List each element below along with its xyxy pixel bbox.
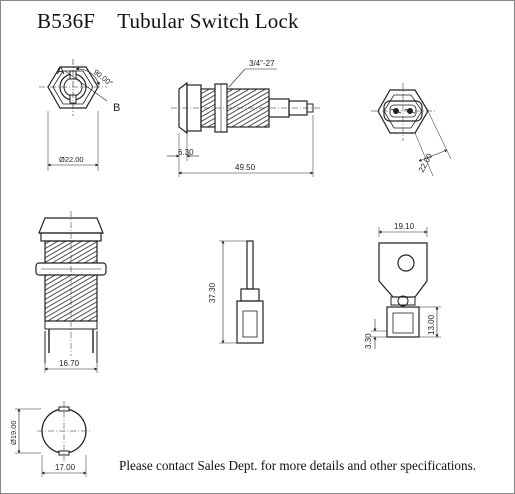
key-face-width-dimension: 17.00	[55, 463, 76, 472]
terminal-height-dimension: 37.30	[208, 282, 217, 303]
front-diameter-dimension: Ø22.00	[59, 155, 84, 164]
terminal-view	[219, 240, 264, 344]
part-number: B536F	[37, 9, 96, 33]
flange-dimension: 6.30	[178, 148, 194, 157]
product-name: Tubular Switch Lock	[117, 9, 299, 33]
label-b: B	[113, 102, 120, 114]
profile-width-dimension: 16.70	[59, 359, 80, 368]
length-dimension: 49.50	[235, 163, 256, 172]
key-tip-dimension: 3.30	[364, 333, 373, 349]
footnote: Please contact Sales Dept. for more deta…	[119, 458, 477, 473]
side-profile-view	[35, 211, 107, 373]
drawing-title: B536F Tubular Switch Lock	[37, 9, 299, 34]
front-view	[39, 59, 108, 171]
side-view	[167, 68, 321, 177]
thread-dimension: 3/4"-27	[249, 59, 275, 68]
rear-view	[371, 83, 452, 177]
key-face-view	[15, 401, 91, 477]
key-face-diameter-dimension: Ø19.00	[9, 420, 18, 445]
key-width-dimension: 19.10	[394, 222, 415, 231]
key-view	[371, 227, 441, 349]
key-height-dimension: 13.00	[427, 314, 436, 335]
rear-width-dimension: 22.00	[417, 152, 435, 174]
label-a: A	[57, 65, 65, 77]
